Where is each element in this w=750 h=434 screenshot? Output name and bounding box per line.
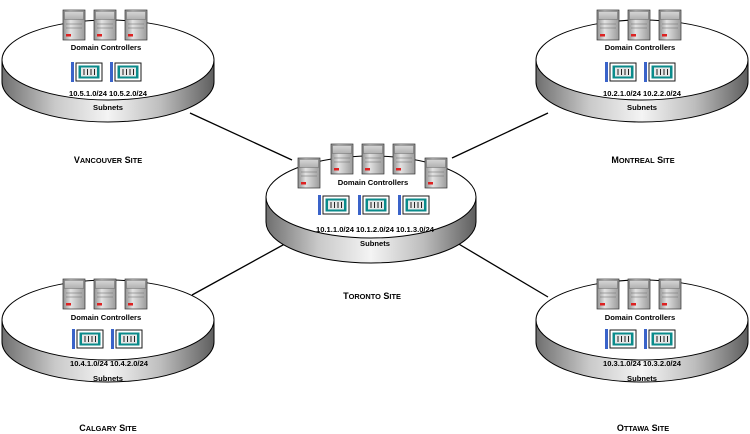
subnet-address: 10.2.2.0/24 (643, 89, 682, 98)
link-calgary-toronto (191, 239, 293, 296)
subnet-address: 10.1.2.0/24 (356, 225, 395, 234)
subnet-address: 10.4.2.0/24 (110, 359, 149, 368)
subnets-label: Subnets (93, 374, 123, 383)
subnet-address: 10.5.1.0/24 (69, 89, 108, 98)
site-disc (535, 19, 749, 123)
server-icon (297, 157, 321, 189)
dc-label: Domain Controllers (338, 178, 408, 187)
dc-label: Domain Controllers (605, 313, 675, 322)
subnet-icon (318, 195, 350, 215)
subnet-address: 10.1.1.0/24 (316, 225, 355, 234)
link-ottawa-toronto (451, 239, 549, 298)
server-icon (93, 9, 117, 41)
subnets-label: Subnets (627, 103, 657, 112)
subnet-address: 10.1.3.0/24 (396, 225, 435, 234)
server-icon (596, 9, 620, 41)
site-vancouver: Domain Controllers 10.5.1.0/24 10.5.2.0/… (1, 9, 215, 165)
dc-label: Domain Controllers (71, 43, 141, 52)
subnet-icon (358, 195, 390, 215)
domain-controllers (596, 9, 682, 41)
subnet-icon (72, 329, 104, 349)
domain-controllers (297, 143, 448, 189)
domain-controllers (596, 278, 682, 310)
site-ottawa: Domain Controllers 10.3.1.0/24 10.3.2.0/… (535, 278, 749, 433)
server-icon (392, 143, 416, 175)
server-icon (93, 278, 117, 310)
site-disc (535, 279, 749, 383)
subnet-icon (398, 195, 430, 215)
subnets-label: Subnets (360, 239, 390, 248)
link-montreal-toronto (451, 112, 549, 159)
subnets-label: Subnets (627, 374, 657, 383)
server-icon (424, 157, 448, 189)
dc-label: Domain Controllers (605, 43, 675, 52)
server-icon (62, 9, 86, 41)
subnet-icon (644, 329, 676, 349)
subnet-icon (110, 62, 142, 82)
subnet-address: 10.3.2.0/24 (643, 359, 682, 368)
server-icon (627, 278, 651, 310)
subnet-icon (605, 329, 637, 349)
site-disc (1, 279, 215, 383)
server-icon (658, 278, 682, 310)
site-disc (1, 19, 215, 123)
subnet-icon (605, 62, 637, 82)
server-icon (62, 278, 86, 310)
server-icon (124, 9, 148, 41)
domain-controllers (62, 278, 148, 310)
server-icon (658, 9, 682, 41)
subnet-address: 10.2.1.0/24 (603, 89, 642, 98)
subnet-icon (644, 62, 676, 82)
site-toronto: Domain Controllers 10.1.1.0/24 10.1.2.0/… (265, 143, 477, 301)
link-vancouver-toronto (189, 112, 293, 161)
subnet-address: 10.5.2.0/24 (109, 89, 148, 98)
site-links (189, 112, 549, 298)
subnet-icon (71, 62, 103, 82)
site-calgary: Domain Controllers 10.4.1.0/24 10.4.2.0/… (1, 278, 215, 433)
subnet-address: 10.3.1.0/24 (603, 359, 642, 368)
server-icon (627, 9, 651, 41)
domain-controllers (62, 9, 148, 41)
server-icon (596, 278, 620, 310)
server-icon (124, 278, 148, 310)
subnets-label: Subnets (93, 103, 123, 112)
site-montreal: Domain Controllers 10.2.1.0/24 10.2.2.0/… (535, 9, 749, 165)
dc-label: Domain Controllers (71, 313, 141, 322)
server-icon (361, 143, 385, 175)
subnet-address: 10.4.1.0/24 (70, 359, 109, 368)
subnet-icon (111, 329, 143, 349)
server-icon (330, 143, 354, 175)
